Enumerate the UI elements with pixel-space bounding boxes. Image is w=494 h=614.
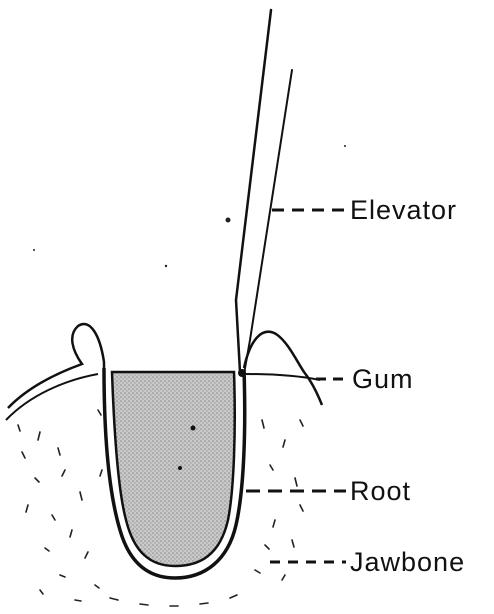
tooth-root <box>112 372 235 566</box>
root-mark <box>178 466 182 470</box>
jawbone-label: Jawbone <box>350 547 465 577</box>
gum-label: Gum <box>352 364 414 394</box>
speck <box>33 145 346 267</box>
root-label: Root <box>350 476 411 506</box>
gum-right <box>244 332 322 405</box>
elevator-instrument <box>236 10 292 377</box>
elevator-label: Elevator <box>350 195 457 225</box>
gum-left <box>8 324 104 408</box>
root-mark <box>191 426 196 431</box>
